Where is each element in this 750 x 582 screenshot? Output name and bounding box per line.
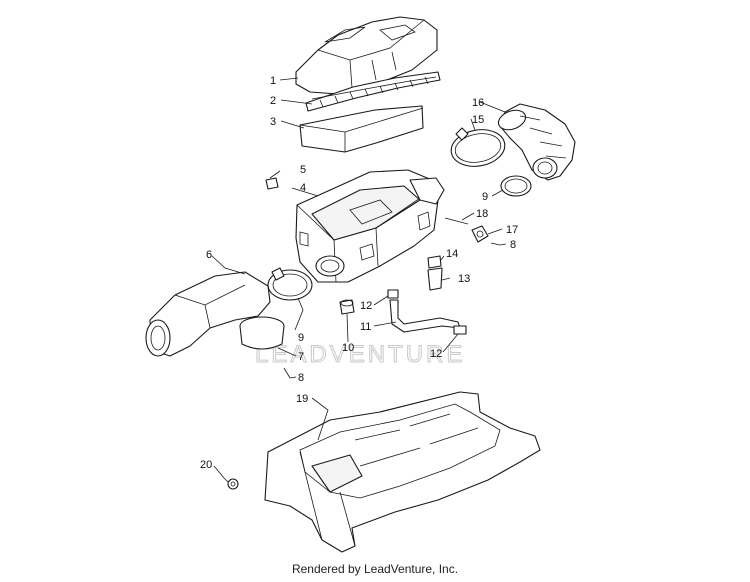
intake-boot — [497, 103, 576, 181]
skid-plate — [264, 391, 541, 553]
callout-2: 2 — [270, 95, 276, 107]
callout-20: 20 — [200, 459, 212, 471]
callout-17: 17 — [506, 224, 518, 236]
callout-14: 14 — [446, 248, 458, 260]
filter-cage — [305, 71, 441, 112]
grommet-12-upper — [387, 289, 399, 299]
leader-lines — [211, 77, 507, 483]
callout-10: 10 — [342, 342, 354, 354]
callout-12-upper: 12 — [360, 300, 372, 312]
airbox-housing — [295, 169, 445, 283]
clamp-9-lower — [267, 267, 313, 301]
callout-15: 15 — [472, 114, 484, 126]
clip-5 — [265, 177, 279, 190]
fitting-17 — [471, 225, 489, 243]
clamp-9-upper — [500, 175, 532, 197]
callout-9-upper: 9 — [482, 191, 488, 203]
air-filter — [299, 105, 424, 153]
airbox-cover — [295, 16, 438, 95]
clamp-12-lower — [453, 325, 467, 335]
callout-18: 18 — [476, 208, 488, 220]
callout-16: 16 — [472, 97, 484, 109]
callout-labels: 1 2 3 16 15 5 4 9 18 17 8 14 6 13 12 11 … — [200, 75, 518, 471]
drain-hose-11 — [389, 299, 461, 333]
callout-1: 1 — [270, 75, 276, 87]
callout-3: 3 — [270, 116, 276, 128]
grommet-14 — [427, 255, 442, 269]
callout-4: 4 — [300, 182, 306, 194]
drain-cup-13 — [427, 267, 443, 291]
screw-8-left — [283, 367, 291, 379]
fastener-18 — [444, 217, 469, 225]
footer-credit: Rendered by LeadVenture, Inc. — [291, 562, 459, 576]
screw-8-right — [490, 242, 501, 246]
inlet-duct — [145, 271, 271, 357]
callout-9-lower: 9 — [298, 332, 304, 344]
coupler-7 — [239, 316, 285, 350]
watermark: LEADVENTURE — [255, 341, 465, 368]
callout-13: 13 — [458, 273, 470, 285]
callout-6: 6 — [206, 249, 212, 261]
clamp-15 — [450, 127, 506, 167]
callout-11: 11 — [360, 321, 371, 333]
callout-8-right: 8 — [510, 239, 516, 251]
callout-12-lower: 12 — [430, 348, 442, 360]
nut-20 — [227, 478, 239, 490]
callout-5: 5 — [300, 164, 306, 176]
drain-valve-10 — [339, 299, 355, 315]
callout-19: 19 — [296, 393, 308, 405]
callout-7: 7 — [298, 351, 304, 363]
callout-8-left: 8 — [298, 372, 304, 384]
